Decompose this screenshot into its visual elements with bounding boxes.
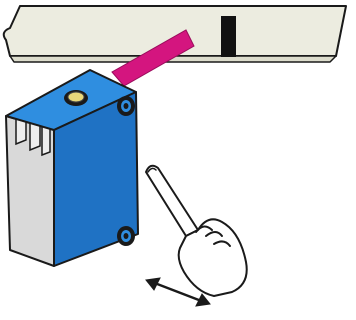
- conveyor-strip: [2, 5, 347, 63]
- sensor-lens-inner: [67, 91, 85, 103]
- double-headed-arrow-icon: [145, 277, 211, 307]
- mounting-hole-bottom: [117, 226, 135, 246]
- registration-mark: [221, 16, 236, 57]
- light-beam: [111, 29, 195, 87]
- photoelectric-sensor: [5, 69, 139, 267]
- sensor-front-face: [53, 91, 139, 267]
- pointing-hand-icon: [145, 164, 248, 297]
- mounting-hole-top: [117, 96, 135, 116]
